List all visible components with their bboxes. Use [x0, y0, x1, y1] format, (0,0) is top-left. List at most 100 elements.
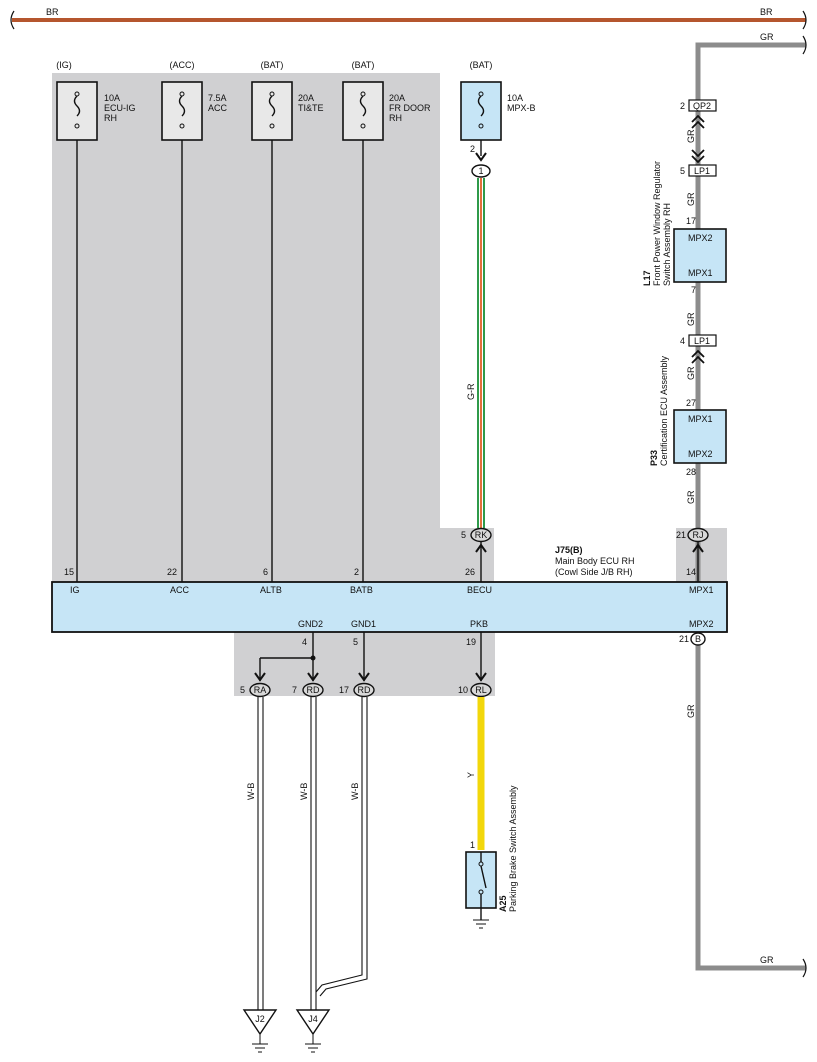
- fuse-acc: (ACC) 7.5A ACC 22: [161, 60, 228, 582]
- fuse-fr-door: (BAT) 20A FR DOOR RH 2: [342, 60, 431, 582]
- fuse-name: ECU-IG: [104, 103, 136, 113]
- pin-number: 1: [470, 840, 475, 850]
- connector-label: RL: [475, 685, 487, 695]
- ecu-terminal: MPX1: [689, 585, 714, 595]
- fuse-name: FR DOOR: [389, 103, 431, 113]
- pin-number: 2: [470, 144, 475, 154]
- fuse-tite: (BAT) 20A TI&TE 6: [251, 60, 324, 582]
- shade-fuse-area: [52, 73, 494, 582]
- ecu-name: Main Body ECU RH: [555, 556, 635, 566]
- gr-top-label: GR: [760, 32, 774, 42]
- component-terminal: MPX1: [688, 414, 713, 424]
- ecu-terminal: BECU: [467, 585, 492, 595]
- connector-label: RA: [254, 685, 267, 695]
- connector-label: RK: [475, 530, 488, 540]
- pin-number: 27: [686, 398, 696, 408]
- pin-number: 21: [676, 530, 686, 540]
- pin-number: 17: [686, 216, 696, 226]
- br-wire: BR BR: [10, 7, 807, 30]
- br-right-label: BR: [760, 7, 773, 17]
- connector-label: LP1: [694, 336, 710, 346]
- pin-number: 5: [461, 530, 466, 540]
- ecu-terminal: IG: [70, 585, 80, 595]
- component-name: Switch Assembly RH: [662, 203, 672, 286]
- wire-color-label: Y: [466, 772, 476, 778]
- wire-color-label: GR: [686, 192, 696, 206]
- gr-bottom-label: GR: [760, 955, 774, 965]
- ground-point-j4: [295, 1009, 331, 1036]
- fuse-mpx-b: (BAT) 10A MPX-B 2 1 G-R RK 5 26: [460, 60, 536, 582]
- pin-number: 4: [680, 336, 685, 346]
- fuse-name-2: RH: [389, 113, 402, 123]
- connector-rd: [353, 682, 375, 698]
- fuse-name-2: RH: [104, 113, 117, 123]
- ecu-terminal: ACC: [170, 585, 190, 595]
- pin-number: 28: [686, 467, 696, 477]
- pin-number: 10: [458, 685, 468, 695]
- fuse-source: (BAT): [352, 60, 375, 70]
- component-code: A25: [498, 895, 508, 912]
- component-code: L17: [642, 270, 652, 286]
- pin-number: 5: [353, 637, 358, 647]
- connector-rd: [302, 682, 324, 698]
- pin-number: 2: [354, 567, 359, 577]
- connector-label: RD: [358, 685, 371, 695]
- wire-color-label: GR: [686, 704, 696, 718]
- ecu-terminal: BATB: [350, 585, 373, 595]
- fuse-source: (ACC): [170, 60, 195, 70]
- fuse-rating: 20A: [298, 93, 314, 103]
- ecu-terminal: GND1: [351, 619, 376, 629]
- connector-label: 1: [478, 166, 483, 176]
- pin-number: 7: [292, 685, 297, 695]
- connector-rl: [470, 682, 492, 698]
- fuse-rating: 7.5A: [208, 93, 227, 103]
- pin-number: 5: [680, 166, 685, 176]
- pin-number: 14: [686, 567, 696, 577]
- fuse-source: (BAT): [470, 60, 493, 70]
- ground-label: J2: [255, 1014, 265, 1024]
- connector-rj-group: RJ 21 14 B 21 GR: [676, 527, 709, 718]
- ecu-terminal: ALTB: [260, 585, 282, 595]
- pin-number: 21: [679, 634, 689, 644]
- connector-ra: [249, 682, 271, 698]
- fuse-rating: 20A: [389, 93, 405, 103]
- component-name: Certification ECU Assembly: [659, 355, 669, 466]
- ground-section: 4 5 RA 5 RD 7 RD 17 W-B W-B W-B J2: [240, 632, 375, 1053]
- p33-component: [673, 409, 727, 464]
- pin-number: 15: [64, 567, 74, 577]
- fuse-name: ACC: [208, 103, 228, 113]
- wire-color-label: W-B: [246, 783, 256, 800]
- component-terminal: MPX1: [688, 268, 713, 278]
- fuse-rating: 10A: [104, 93, 120, 103]
- connector-lp1: [688, 164, 717, 177]
- connector-label: B: [695, 634, 701, 644]
- pin-number: 7: [691, 285, 696, 295]
- fuse-source: (BAT): [261, 60, 284, 70]
- wire-color-label: GR: [686, 129, 696, 143]
- ground-point-j2: [242, 1009, 278, 1036]
- connector-label: RD: [307, 685, 320, 695]
- connector-label: RJ: [693, 530, 704, 540]
- fuse-ig: (IG) 10A ECU-IG RH 15: [56, 60, 136, 582]
- component-code: P33: [649, 450, 659, 466]
- component-terminal: MPX2: [688, 449, 713, 459]
- l17-component: [673, 228, 727, 283]
- pin-number: 19: [466, 637, 476, 647]
- connector-qp2: [688, 99, 717, 112]
- pin-number: 4: [302, 637, 307, 647]
- main-body-ecu: J75(B) Main Body ECU RH (Cowl Side J/B R…: [51, 545, 728, 633]
- fuse-rating: 10A: [507, 93, 523, 103]
- connector-rk: [470, 527, 492, 543]
- br-left-label: BR: [46, 7, 59, 17]
- wire-color-label: G-R: [466, 383, 476, 400]
- ecu-terminal: MPX2: [689, 619, 714, 629]
- component-name: Front Power Window Regulator: [652, 161, 662, 286]
- parking-brake-section: 19 RL 10 Y 1 A25 Parking Brake Switch As…: [458, 632, 518, 929]
- pin-number: 22: [167, 567, 177, 577]
- fuse-name: TI&TE: [298, 103, 324, 113]
- connector-label: QP2: [693, 101, 711, 111]
- ecu-code: J75(B): [555, 545, 583, 555]
- gr-wire: GR GR: [695, 32, 807, 978]
- pin-number: 5: [240, 685, 245, 695]
